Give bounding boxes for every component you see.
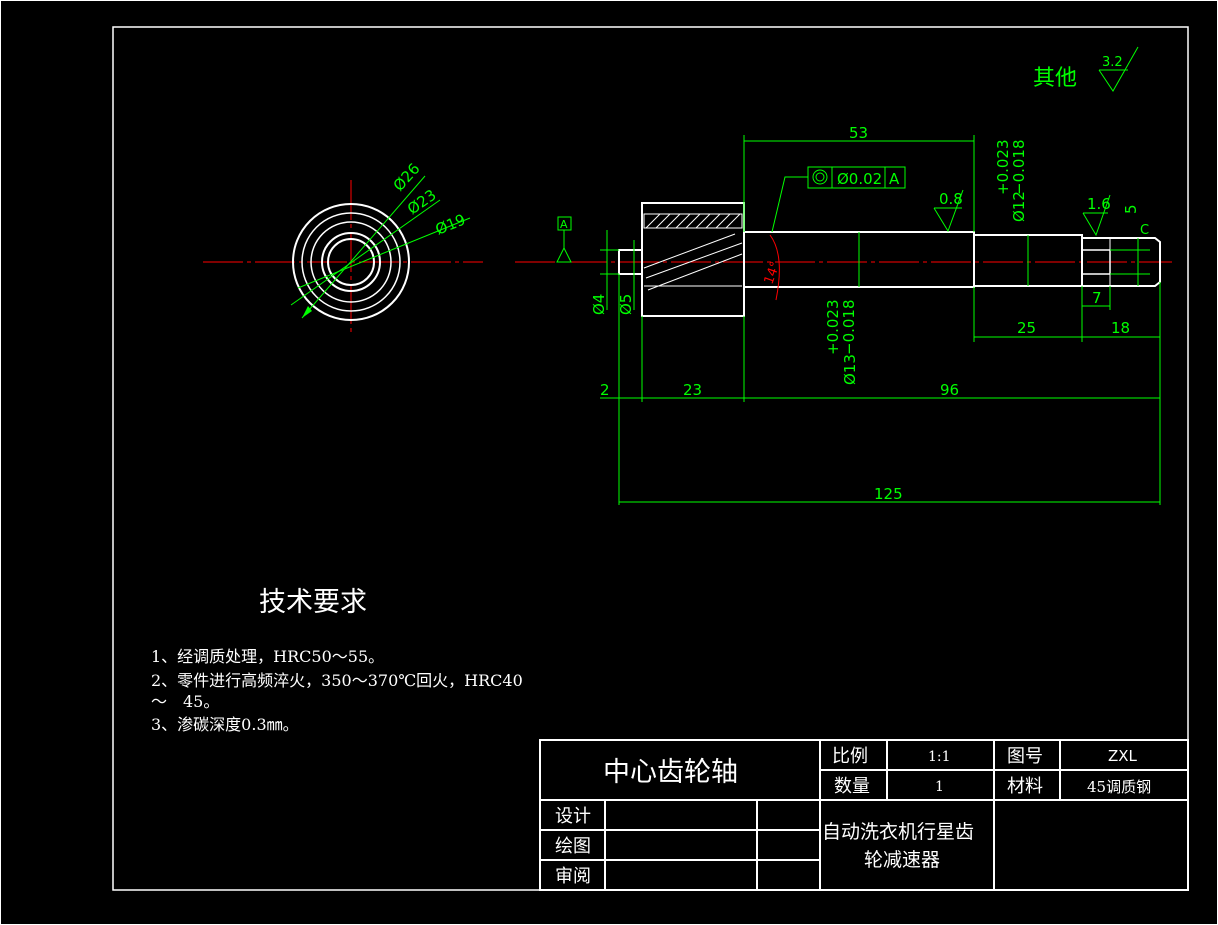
drawing-no-label: 图号 — [1007, 746, 1043, 767]
dim-d4-d5: Ø4 Ø5 — [590, 230, 635, 315]
chamfer-text: C — [1140, 223, 1149, 238]
dim-7-text: 7 — [1092, 289, 1102, 307]
scale-label: 比例 — [832, 746, 868, 767]
dim-d12: Ø12 +0.023−0.018 — [994, 139, 1029, 286]
dim-d26: Ø26 — [390, 160, 424, 195]
dim-125: 125 — [619, 485, 1160, 503]
dim-angle: 14° — [762, 234, 784, 301]
dim-96-text: 96 — [940, 381, 959, 399]
dim-53-text: 53 — [849, 124, 868, 142]
requirement-1: 1、经调质处理，HRC50～55。 — [151, 647, 384, 666]
title-block — [539, 739, 1189, 891]
dim-d4-text: Ø4 — [590, 294, 608, 315]
dim-25-text: 25 — [1017, 319, 1036, 337]
geometric-tolerance-frame: Ø0.02 A — [771, 166, 906, 233]
tolerance-value: Ø0.02 — [837, 170, 882, 188]
general-roughness-symbol: 其他 3.2 — [1033, 46, 1139, 92]
review-label: 审阅 — [555, 866, 591, 887]
requirement-3: 3、渗碳深度0.3㎜。 — [151, 715, 299, 734]
qty-value: 1 — [935, 779, 944, 795]
dim-d13-tol: +0.023−0.018 — [824, 299, 858, 355]
dim-d5-text: Ø5 — [617, 294, 635, 315]
requirement-2: 2、零件进行高频淬火，350～370℃回火，HRC40 — [151, 671, 523, 690]
dim-5-text: 5 — [1122, 204, 1140, 214]
other-label: 其他 — [1033, 66, 1077, 91]
scale-value: 1:1 — [928, 749, 951, 765]
dim-53: 53 — [743, 124, 975, 232]
datum-a-marker: A — [556, 216, 572, 263]
datum-label: A — [560, 218, 568, 231]
material-label: 材料 — [1007, 776, 1043, 797]
draw-label: 绘图 — [555, 836, 591, 857]
dim-row-lower: 2 23 96 — [600, 274, 1161, 505]
title-block-text: 中心齿轮轴 比例 1:1 图号 ZXL 数量 1 材料 45调质钢 设计 绘图 … — [555, 746, 1151, 887]
roughness-08: 0.8 — [933, 189, 964, 233]
end-view: Ø26 Ø23 Ø19 — [203, 160, 483, 332]
requirement-2-cont: ～ 45。 — [151, 692, 219, 711]
other-roughness-value: 3.2 — [1102, 55, 1123, 70]
material-value: 45调质钢 — [1087, 778, 1151, 796]
design-label: 设计 — [555, 806, 591, 827]
dim-right-end: 25 18 7 5 C — [973, 204, 1160, 342]
dim-2-text: 2 — [600, 381, 610, 399]
rough-08-value: 0.8 — [939, 190, 963, 208]
dim-18-text: 18 — [1111, 319, 1130, 337]
dim-d13: Ø13 +0.023−0.018 — [824, 232, 860, 385]
project-line-1: 自动洗衣机行星齿 — [822, 821, 974, 843]
dim-d12-tol: +0.023−0.018 — [994, 139, 1028, 195]
angle-text: 14° — [762, 260, 784, 287]
dim-d12-text: Ø12 — [1010, 191, 1028, 222]
dim-d13-text: Ø13 — [841, 354, 859, 385]
part-name: 中心齿轮轴 — [603, 757, 738, 788]
side-view — [515, 202, 1172, 317]
roughness-16: 1.6 — [1082, 194, 1111, 237]
dim-d19: Ø19 — [433, 210, 468, 238]
drawing-no-value: ZXL — [1108, 747, 1138, 765]
dim-125-text: 125 — [874, 485, 903, 503]
qty-label: 数量 — [834, 776, 870, 797]
dim-23-text: 23 — [683, 381, 702, 399]
tolerance-datum: A — [889, 170, 900, 188]
project-line-2: 轮减速器 — [864, 849, 940, 871]
requirements-title: 技术要求 — [259, 587, 367, 618]
technical-requirements: 技术要求 1、经调质处理，HRC50～55。 2、零件进行高频淬火，350～37… — [151, 587, 523, 734]
